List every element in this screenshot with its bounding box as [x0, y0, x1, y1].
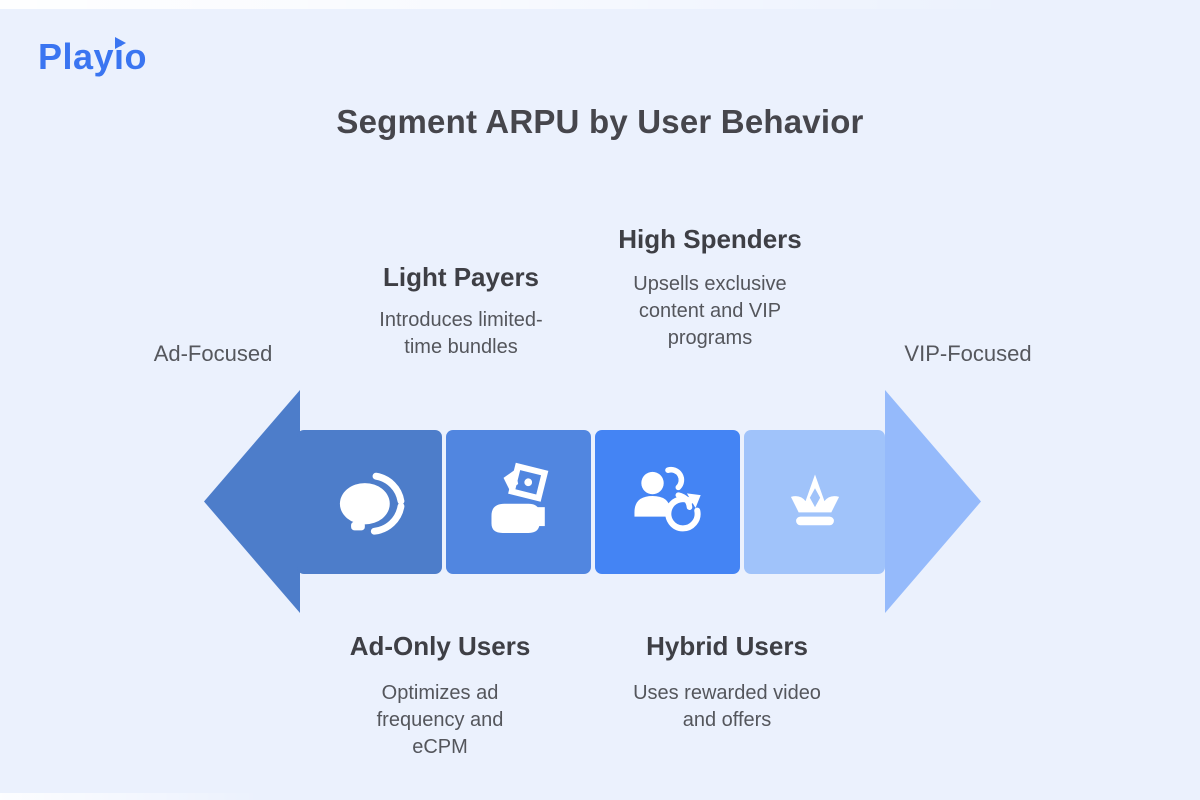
segment-label-high-spenders: High Spenders Upsells exclusive content …: [618, 224, 801, 352]
segment-heading: Light Payers: [382, 262, 540, 292]
axis-label-vip-focused: VIP-Focused: [904, 341, 1032, 366]
segment-description: Optimizes ad frequency and eCPM: [376, 682, 504, 758]
segment-description: Upsells exclusive content and VIP progra…: [633, 273, 787, 349]
hand-cash-icon: [490, 462, 548, 533]
segment-label-hybrid: Hybrid Users Uses rewarded video and off…: [625, 631, 830, 734]
left-arrowhead: [204, 390, 300, 613]
segment-square-ad-only: [297, 430, 442, 574]
crown-icon: [790, 474, 839, 526]
segment-description: Introduces limited-time bundles: [379, 309, 543, 358]
play-triangle-icon: [115, 37, 126, 49]
right-arrowhead: [885, 390, 981, 613]
users-refresh-icon: [633, 466, 701, 532]
segment-heading: Hybrid Users: [646, 631, 808, 661]
segment-heading: Ad-Only Users: [349, 631, 531, 661]
segment-heading: High Spenders: [618, 224, 802, 254]
segment-square-high-spenders: [744, 430, 885, 574]
piggy-bank-icon: [339, 472, 404, 535]
segment-label-light-payers: Light Payers Introduces limited-time bun…: [364, 262, 559, 361]
axis-label-ad-focused: Ad-Focused: [153, 341, 273, 366]
page-title: Segment ARPU by User Behavior: [336, 103, 864, 140]
bottom-edge-fade: [0, 793, 260, 800]
segment-square-hybrid: [595, 430, 740, 574]
segment-label-ad-only: Ad-Only Users Optimizes ad frequency and…: [348, 631, 533, 761]
segment-square-light-payers: [446, 430, 591, 574]
top-edge-fade: [0, 0, 1200, 9]
playio-logo: Playio: [38, 36, 147, 78]
segment-description: Uses rewarded video and offers: [633, 682, 821, 731]
playio-logo-text: Playio: [38, 36, 148, 77]
